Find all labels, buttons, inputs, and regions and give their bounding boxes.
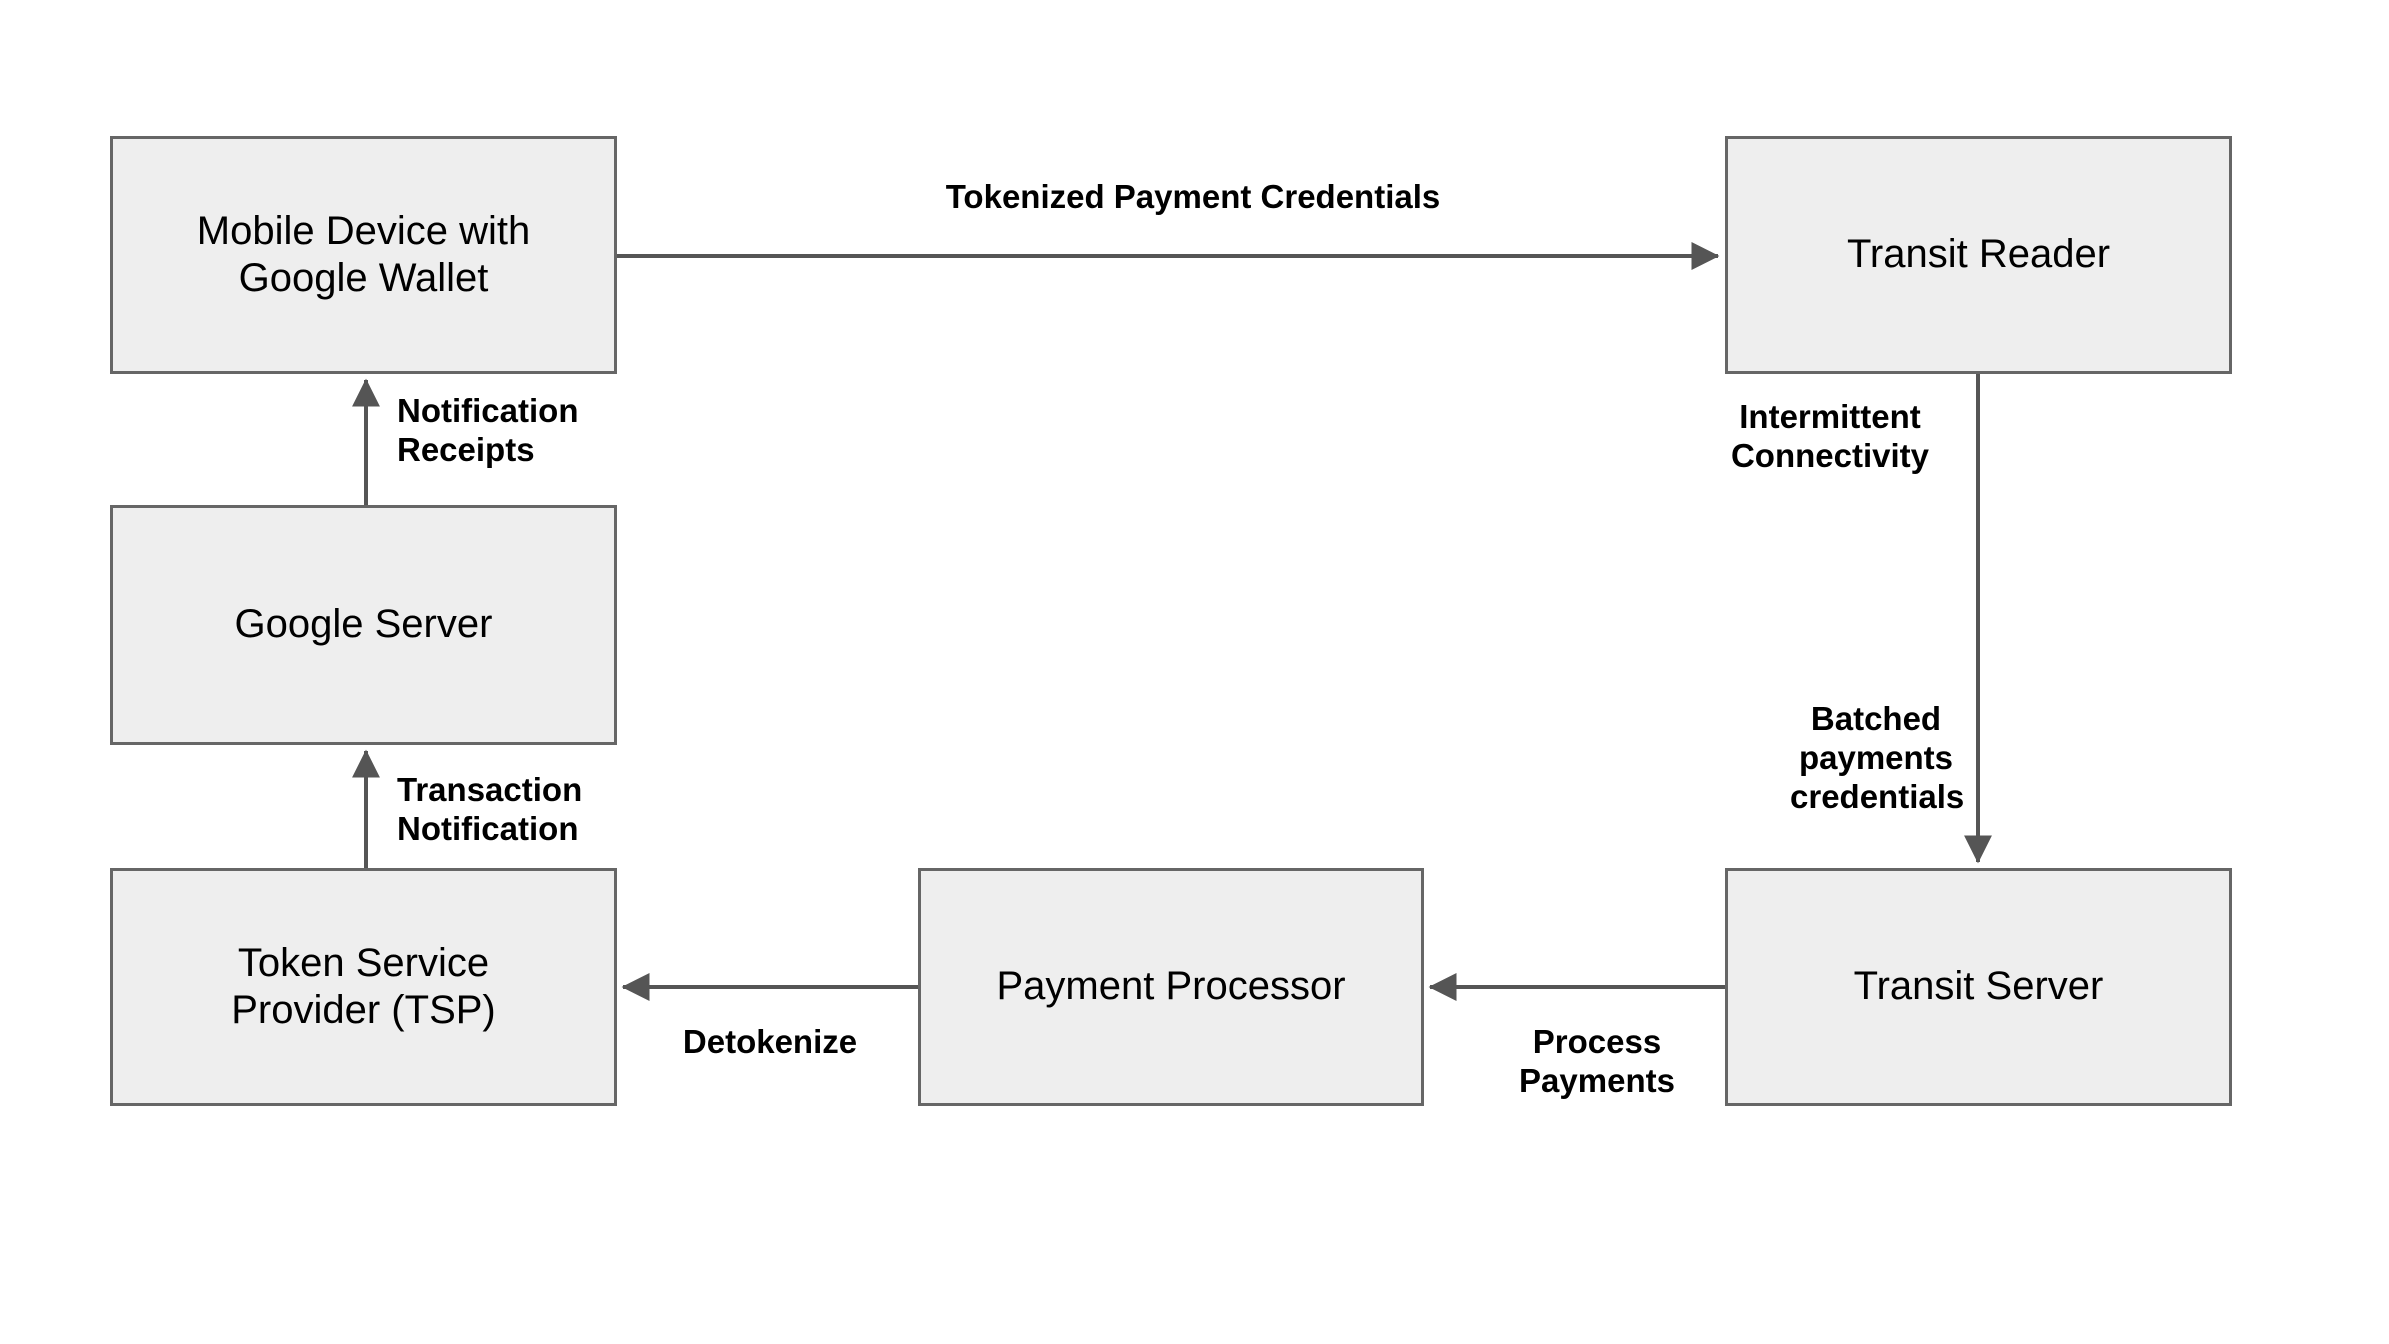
- edge-label-tokenized-payment-credentials: Tokenized Payment Credentials: [945, 178, 1441, 215]
- edge-label-batched-payments-credentials: Batched payments credentials: [1790, 700, 1965, 815]
- node-google-server[interactable]: Google Server: [110, 505, 617, 745]
- node-token-service-provider-label: Token Service Provider (TSP): [231, 940, 496, 1032]
- node-transit-server-label: Transit Server: [1853, 964, 2104, 1009]
- edge-label-notification-receipts: Notification Receipts: [397, 392, 579, 468]
- node-token-service-provider[interactable]: Token Service Provider (TSP): [110, 868, 617, 1106]
- node-payment-processor[interactable]: Payment Processor: [918, 868, 1424, 1106]
- node-transit-reader-label: Transit Reader: [1846, 232, 2111, 277]
- edge-label-detokenize: Detokenize: [682, 1023, 858, 1060]
- node-mobile-device-label: Mobile Device with Google Wallet: [196, 208, 531, 300]
- node-mobile-device[interactable]: Mobile Device with Google Wallet: [110, 136, 617, 374]
- node-google-server-label: Google Server: [234, 602, 493, 647]
- edge-label-intermittent-connectivity: Intermittent Connectivity: [1730, 398, 1930, 474]
- edge-label-process-payments: Process Payments: [1519, 1023, 1675, 1099]
- edge-label-transaction-notification: Transaction Notification: [397, 771, 583, 847]
- node-transit-server[interactable]: Transit Server: [1725, 868, 2232, 1106]
- node-transit-reader[interactable]: Transit Reader: [1725, 136, 2232, 374]
- node-payment-processor-label: Payment Processor: [996, 964, 1346, 1009]
